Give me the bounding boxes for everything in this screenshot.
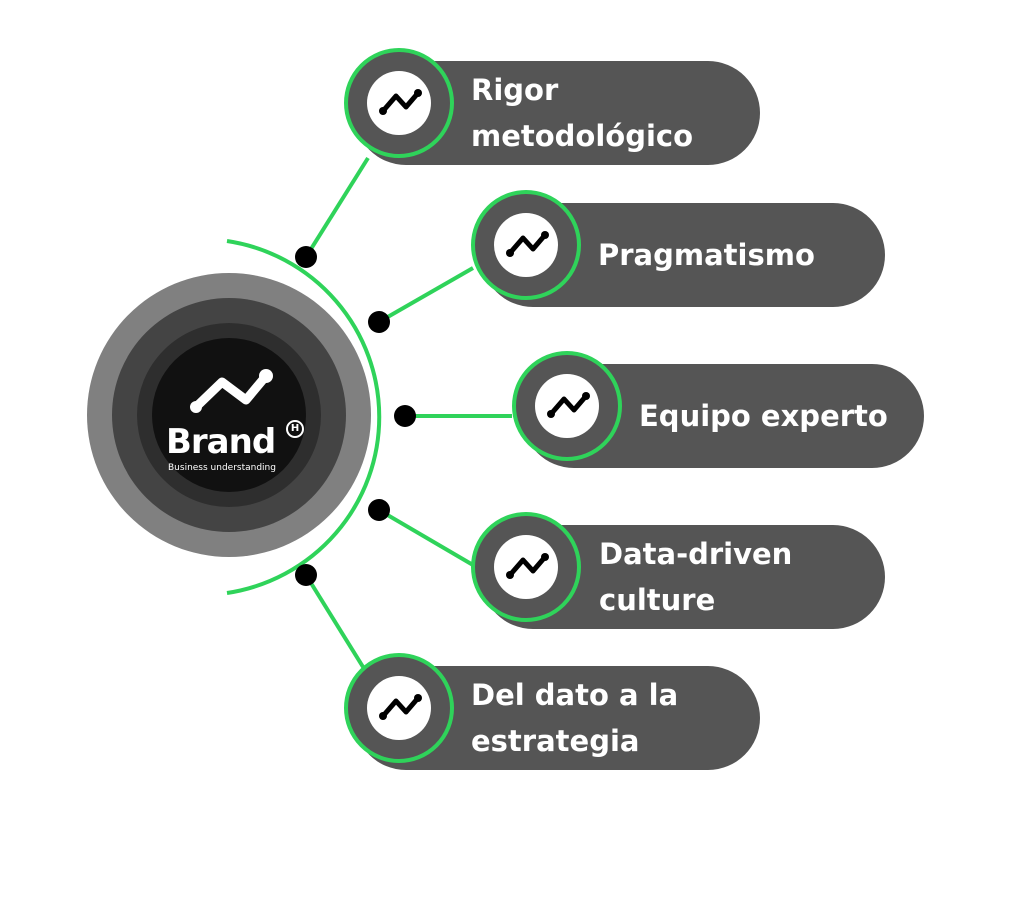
item-label-del-dato: Del dato a la estrategia: [471, 678, 679, 758]
connector-line-2: [378, 266, 474, 324]
connector-dot-2: [368, 311, 390, 333]
item-label-data-driven: Data-driven culture: [599, 537, 793, 617]
hub-logo-word: Brand: [166, 422, 276, 462]
trend-line-icon: [547, 392, 590, 418]
item-badge-data-driven: [471, 512, 581, 622]
item-badge-del-dato: [344, 653, 454, 763]
item-label-equipo: Equipo experto: [639, 399, 888, 433]
item-icon-circle: [367, 676, 431, 740]
trend-line-icon: [506, 553, 549, 579]
item-badge-rigor: [344, 48, 454, 158]
item-icon-circle: [494, 213, 558, 277]
item-icon-circle: [367, 71, 431, 135]
item-label-pragmatismo: Pragmatismo: [598, 238, 815, 272]
connector-line-5: [304, 573, 370, 677]
item-label-rigor: Rigor metodológico: [471, 73, 694, 153]
connector-dot-1: [295, 246, 317, 268]
connector-line-1: [304, 156, 370, 259]
trend-line-icon: [379, 694, 422, 720]
item-badge-pragmatismo: [471, 190, 581, 300]
green-arc: [226, 239, 382, 595]
trend-line-icon: [379, 89, 422, 115]
trend-line-icon: [506, 231, 549, 257]
connector-dot-5: [295, 564, 317, 586]
connector-line-4: [377, 508, 475, 567]
item-icon-circle: [535, 374, 599, 438]
connector-dot-4: [368, 499, 390, 521]
hub-logo-registered-mark: H: [286, 420, 304, 438]
hub-logo-tagline: Business understanding: [168, 463, 276, 473]
hub-trend-line-icon: [190, 369, 273, 413]
connector-dot-3: [394, 405, 416, 427]
item-icon-circle: [494, 535, 558, 599]
item-badge-equipo: [512, 351, 622, 461]
